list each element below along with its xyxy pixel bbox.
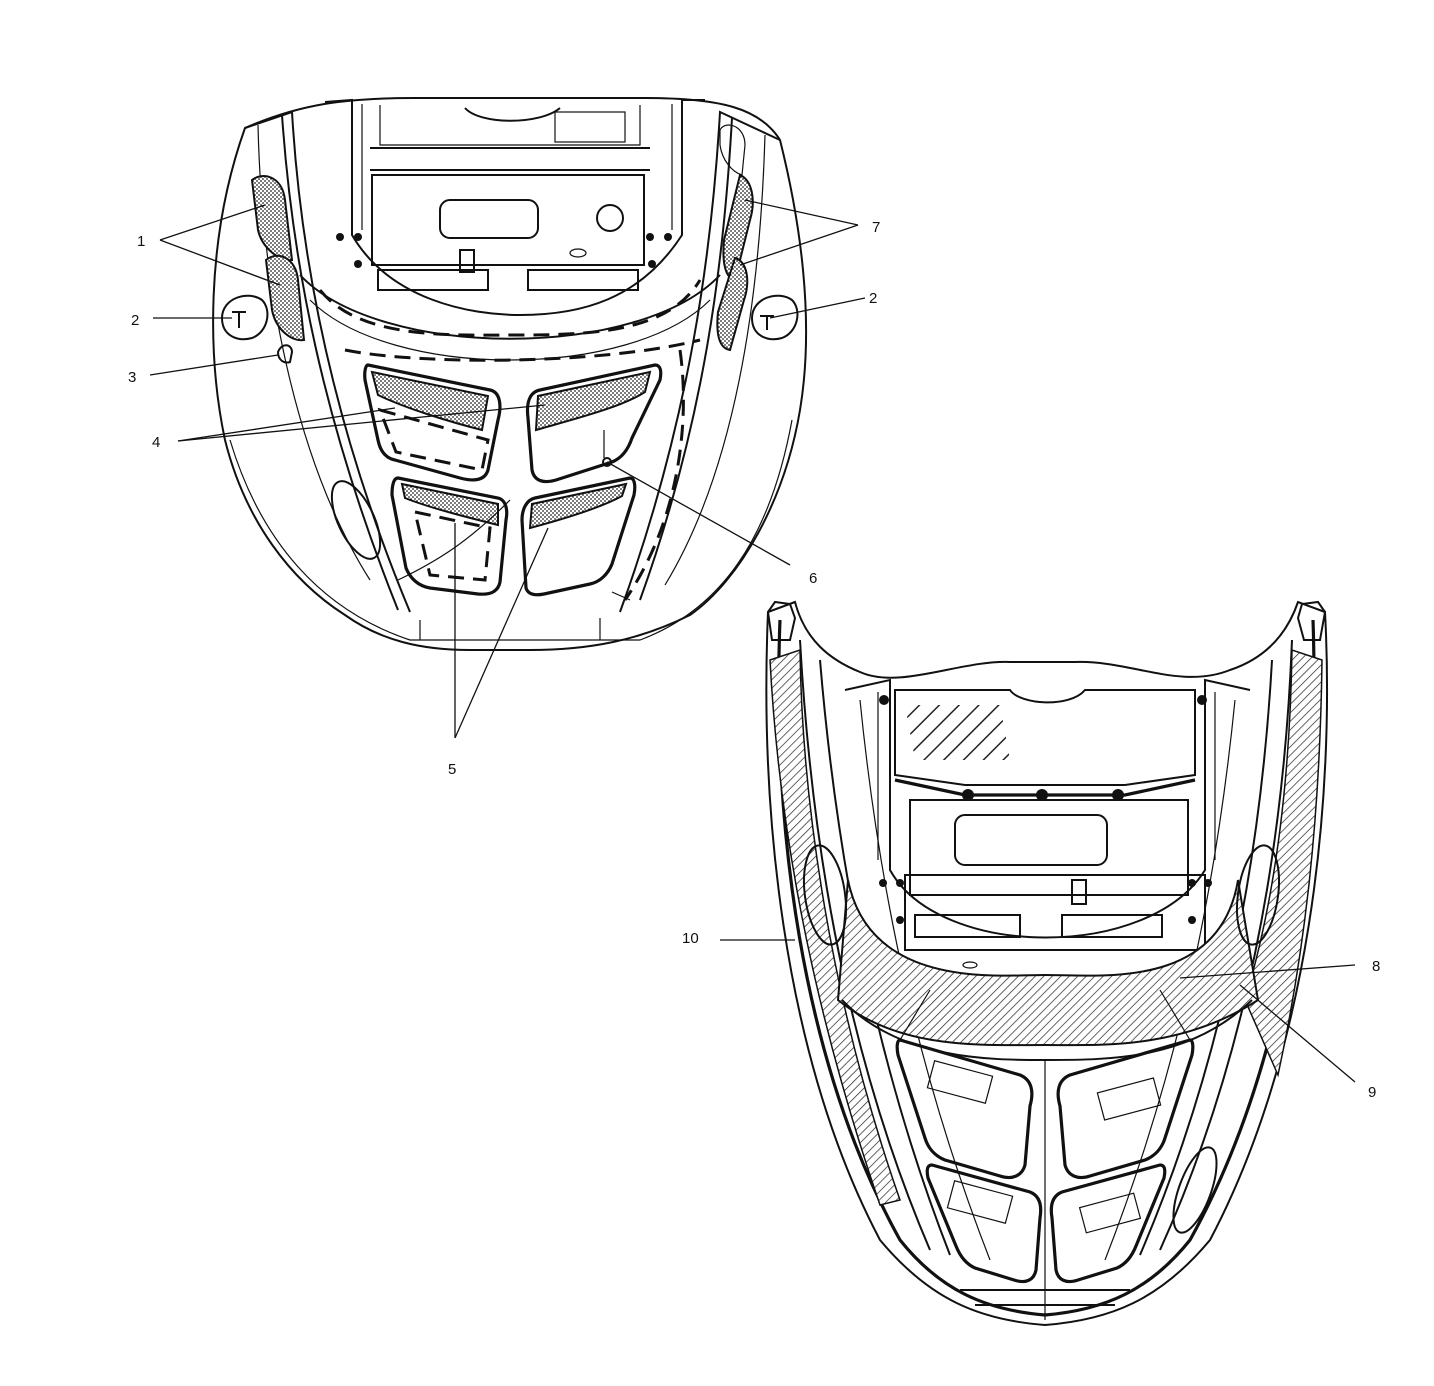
lower-vent-upper-left	[895, 1038, 1034, 1180]
upper-hood-drawing	[212, 97, 808, 651]
lower-right-side-vent	[1236, 844, 1280, 946]
left-mount	[220, 294, 269, 341]
right-louvre-lower	[716, 256, 749, 352]
callout-3: 3	[128, 369, 136, 386]
callout-labels: 1 2 2 3 4 5 6 7 8 9 10	[128, 219, 1380, 1101]
lower-plate-hatch	[905, 705, 1010, 760]
callout-4: 4	[152, 434, 160, 451]
vent-upper-left	[363, 363, 502, 482]
decal-5-right	[528, 482, 628, 530]
lower-vent-lower-right	[1049, 1163, 1167, 1284]
callout-1: 1	[137, 233, 145, 250]
callout-5: 5	[448, 761, 456, 778]
right-side-rail	[619, 110, 781, 613]
callout-2-left: 2	[131, 312, 139, 329]
lower-vent-lower-left	[925, 1163, 1043, 1284]
callout-6: 6	[809, 570, 817, 587]
upper-decal-dashed-arc	[318, 279, 702, 337]
leader-lines	[149, 199, 1356, 1083]
left-louvre-upper	[250, 175, 294, 262]
decal-10-left-stripe	[769, 648, 901, 1206]
lower-inner-panel	[909, 799, 1189, 896]
callout-9: 9	[1368, 1084, 1376, 1101]
decal-9-hatched-arc	[836, 879, 1260, 1047]
decal-5-left	[400, 482, 499, 527]
lower-cowl-opening	[844, 678, 1251, 939]
vent-lower-left	[390, 476, 509, 596]
decal-4-right	[534, 370, 652, 432]
lower-left-side-vent	[803, 844, 847, 946]
callout-8: 8	[1372, 958, 1380, 975]
callout-2-right: 2	[869, 290, 877, 307]
cowl-opening	[324, 98, 705, 317]
tab-3	[276, 344, 294, 364]
upper-label-plate	[554, 111, 626, 143]
inner-panel	[371, 174, 645, 266]
upper-bolts	[336, 233, 672, 268]
lower-hood-drawing	[765, 600, 1329, 1327]
right-mount	[750, 294, 799, 341]
lower-upper-plate	[894, 689, 1196, 786]
left-louvre-lower	[264, 254, 306, 342]
callout-7: 7	[872, 219, 880, 236]
lower-bolts	[879, 695, 1212, 924]
upper-hood-outline	[212, 97, 808, 651]
vent-lower-right	[520, 476, 637, 597]
left-side-vent	[330, 480, 382, 560]
callout-10: 10	[682, 930, 699, 947]
lower-vent-upper-right	[1056, 1038, 1195, 1180]
vent-upper-right	[525, 363, 663, 484]
screw-6	[602, 457, 612, 467]
decal-8-right-stripe	[1244, 648, 1323, 1078]
